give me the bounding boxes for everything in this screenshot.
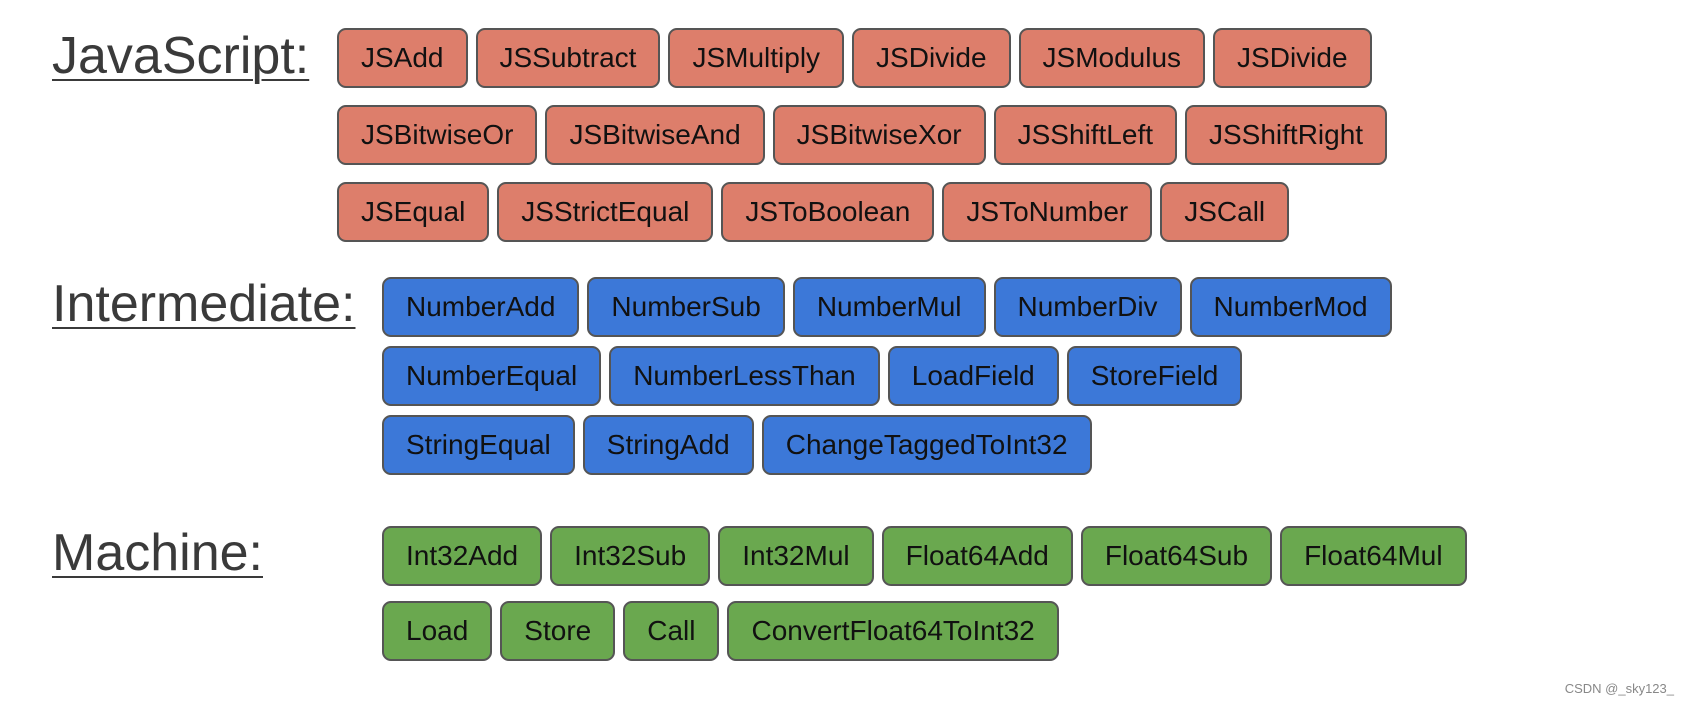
operator-node: JSToBoolean — [721, 182, 935, 242]
operator-node: JSEqual — [337, 182, 490, 242]
watermark: CSDN @_sky123_ — [1564, 681, 1674, 696]
operator-node: NumberAdd — [382, 277, 580, 337]
operator-node: NumberSub — [587, 277, 785, 337]
operator-node: JSCall — [1160, 182, 1290, 242]
operator-node: NumberDiv — [993, 277, 1182, 337]
operator-node: StringAdd — [582, 415, 754, 475]
operator-node: Int32Sub — [550, 526, 711, 586]
operator-node: JSDivide — [852, 28, 1011, 88]
operator-node: Int32Add — [382, 526, 543, 586]
operator-node: JSBitwiseAnd — [545, 105, 765, 165]
operator-node: NumberEqual — [382, 346, 602, 406]
operator-node: JSBitwiseOr — [337, 105, 538, 165]
operator-node: JSBitwiseXor — [772, 105, 986, 165]
operator-node: StoreField — [1066, 346, 1243, 406]
operator-node: StringEqual — [382, 415, 575, 475]
operator-node: JSToNumber — [942, 182, 1153, 242]
operator-node: Float64Mul — [1280, 526, 1467, 586]
operator-node: NumberLessThan — [609, 346, 880, 406]
operator-node: JSStrictEqual — [497, 182, 714, 242]
operator-node: ConvertFloat64ToInt32 — [727, 601, 1059, 661]
operator-node: JSModulus — [1018, 28, 1206, 88]
operator-node: NumberMul — [792, 277, 986, 337]
operator-node: Store — [500, 601, 616, 661]
operator-node: ChangeTaggedToInt32 — [761, 415, 1092, 475]
javascript-section-label: JavaScript: — [52, 27, 310, 85]
operator-node: JSMultiply — [668, 28, 845, 88]
operator-node: JSAdd — [337, 28, 468, 88]
machine-section-label: Machine: — [52, 524, 263, 582]
operator-node: JSShiftRight — [1185, 105, 1388, 165]
operator-node: Float64Add — [881, 526, 1073, 586]
operator-node: JSShiftLeft — [993, 105, 1177, 165]
operator-node: JSSubtract — [475, 28, 661, 88]
operator-node: Float64Sub — [1080, 526, 1273, 586]
operator-node: Int32Mul — [718, 526, 874, 586]
operator-node: JSDivide — [1213, 28, 1372, 88]
operator-node: Call — [623, 601, 720, 661]
intermediate-section-label: Intermediate: — [52, 275, 356, 333]
operator-node: LoadField — [887, 346, 1059, 406]
operator-node: NumberMod — [1189, 277, 1392, 337]
operator-node: Load — [382, 601, 493, 661]
